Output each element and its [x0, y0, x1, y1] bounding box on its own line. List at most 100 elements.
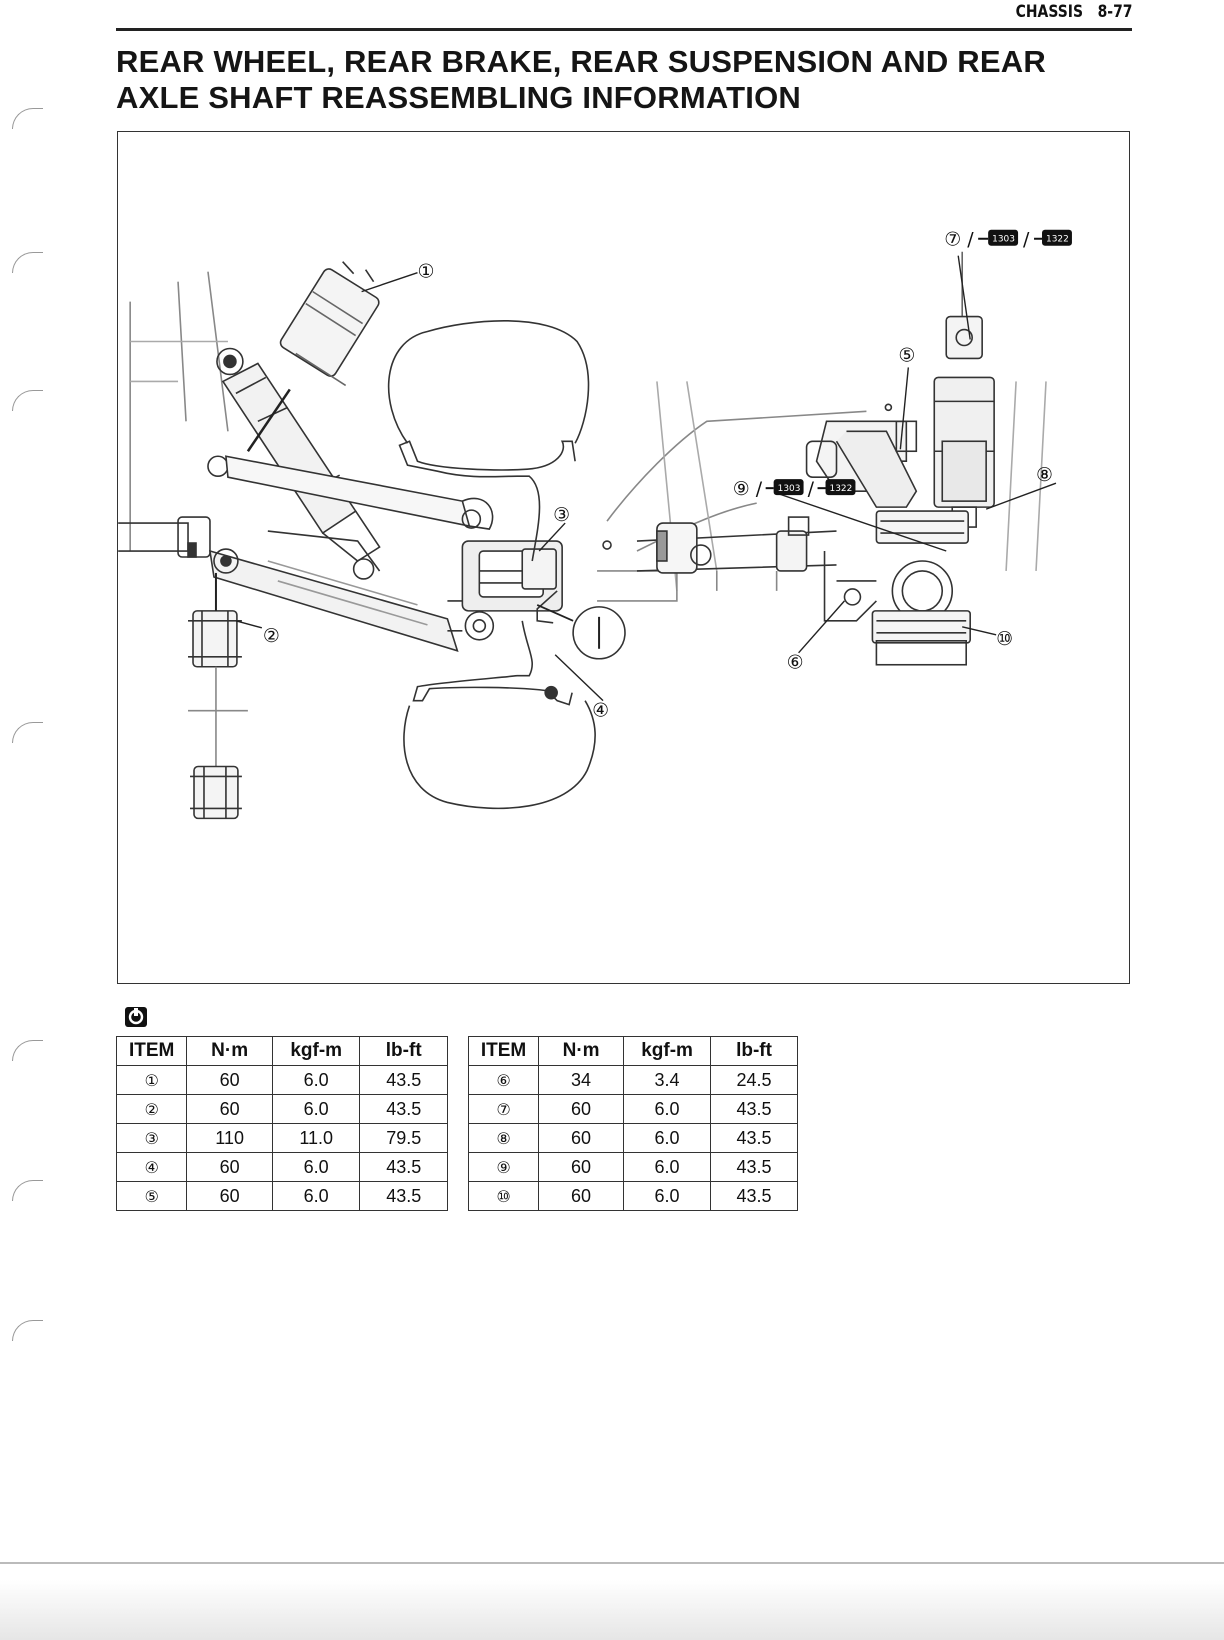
- cell-item: ⑤: [115, 1181, 188, 1211]
- cell-item: ①: [115, 1065, 188, 1095]
- callout-1: ①: [417, 261, 434, 283]
- cell-kgfm: 11.0: [271, 1123, 361, 1153]
- cell-lbft: 43.5: [710, 1094, 798, 1124]
- cell-item: ③: [115, 1123, 188, 1153]
- margin-mark: [12, 108, 43, 129]
- cell-item: ④: [115, 1152, 188, 1182]
- scan-shadow: [0, 1580, 1224, 1640]
- table-row: ⑨ 60 6.0 43.5: [467, 1152, 798, 1182]
- callout-9-slash: /: [756, 478, 763, 500]
- cell-nm: 60: [186, 1181, 273, 1211]
- table-row: ⑥ 34 3.4 24.5: [467, 1065, 798, 1095]
- callout-7-slash: /: [967, 229, 974, 251]
- cell-item: ⑧: [467, 1123, 540, 1153]
- callout-9: ⑨: [733, 478, 750, 500]
- cell-item: ②: [115, 1094, 188, 1124]
- cell-lbft: 43.5: [710, 1123, 798, 1153]
- table-row: ⑩ 60 6.0 43.5: [467, 1181, 798, 1211]
- margin-mark: [12, 1040, 43, 1061]
- cell-lbft: 43.5: [359, 1152, 448, 1182]
- table-row: ⑧ 60 6.0 43.5: [467, 1123, 798, 1153]
- cell-item: ⑨: [467, 1152, 540, 1182]
- thread-lock-icon: 1303: [978, 229, 1019, 246]
- cell-nm: 34: [538, 1065, 625, 1095]
- title-line-2: AXLE SHAFT REASSEMBLING INFORMATION: [116, 80, 801, 115]
- col-header-lbft: lb-ft: [710, 1036, 798, 1066]
- cell-nm: 60: [538, 1181, 625, 1211]
- bottom-rule: [0, 1562, 1224, 1564]
- header-section: CHASSIS 8-77: [1015, 2, 1132, 22]
- cell-kgfm: 6.0: [271, 1181, 361, 1211]
- cell-lbft: 79.5: [359, 1123, 448, 1153]
- assembly-diagram: ① ② ③ ④ ⑤ ⑥ ⑧ ⑩ ⑦ / 1303 / 1322 ⑨: [117, 131, 1130, 984]
- callout-labels: ① ② ③ ④ ⑤ ⑥ ⑧ ⑩ ⑦ / 1303 / 1322 ⑨: [263, 229, 1072, 722]
- callout-10: ⑩: [996, 628, 1013, 650]
- margin-mark: [12, 252, 43, 273]
- cell-nm: 60: [538, 1152, 625, 1182]
- section-name: CHASSIS: [1015, 2, 1083, 22]
- right-assembly: [597, 251, 1047, 666]
- callout-9-code-a: 1303: [778, 484, 801, 494]
- margin-mark: [12, 390, 43, 411]
- cell-nm: 60: [538, 1123, 625, 1153]
- callout-9-code-b: 1322: [830, 484, 853, 494]
- callout-7-code-a: 1303: [992, 235, 1015, 245]
- margin-mark: [12, 722, 43, 743]
- callout-6: ⑥: [787, 652, 804, 674]
- col-header-item: ITEM: [467, 1036, 540, 1066]
- cell-lbft: 43.5: [710, 1152, 798, 1182]
- torque-table-left: ITEM N·m kgf-m lb-ft ① 60 6.0 43.5 ② 60 …: [115, 1036, 448, 1211]
- callout-5: ⑤: [898, 344, 915, 366]
- cell-kgfm: 6.0: [623, 1181, 712, 1211]
- cell-lbft: 43.5: [359, 1094, 448, 1124]
- cell-lbft: 43.5: [359, 1181, 448, 1211]
- cell-nm: 60: [186, 1094, 273, 1124]
- page-number: 8-77: [1097, 2, 1132, 22]
- cell-kgfm: 3.4: [623, 1065, 712, 1095]
- thread-lock-icon: 1303: [765, 479, 804, 496]
- col-header-nm: N·m: [538, 1036, 625, 1066]
- diagram-drawing: ① ② ③ ④ ⑤ ⑥ ⑧ ⑩ ⑦ / 1303 / 1322 ⑨: [118, 229, 1072, 820]
- col-header-kgfm: kgf-m: [271, 1036, 361, 1066]
- margin-mark: [12, 1180, 43, 1201]
- col-header-lbft: lb-ft: [359, 1036, 448, 1066]
- cell-kgfm: 6.0: [623, 1152, 712, 1182]
- callout-leaders: [235, 255, 1057, 702]
- cell-nm: 60: [186, 1152, 273, 1182]
- callout-7-code-b: 1322: [1046, 235, 1069, 245]
- page-title: REAR WHEEL, REAR BRAKE, REAR SUSPENSION …: [116, 44, 1126, 116]
- col-header-kgfm: kgf-m: [623, 1036, 712, 1066]
- table-row: ② 60 6.0 43.5: [115, 1094, 448, 1124]
- margin-mark: [12, 1320, 43, 1341]
- callout-2: ②: [263, 625, 280, 647]
- table-header-row: ITEM N·m kgf-m lb-ft: [467, 1036, 798, 1066]
- thread-lock-icon: 1322: [1034, 229, 1072, 246]
- callout-9-slash-2: /: [808, 478, 815, 500]
- cell-lbft: 43.5: [710, 1181, 798, 1211]
- callout-7: ⑦: [944, 229, 961, 251]
- page-header: CHASSIS 8-77: [116, 0, 1132, 31]
- callout-7-slash-2: /: [1023, 229, 1030, 251]
- table-header-row: ITEM N·m kgf-m lb-ft: [115, 1036, 448, 1066]
- table-row: ③ 110 11.0 79.5: [115, 1123, 448, 1153]
- thread-lock-icon: 1322: [817, 479, 856, 496]
- table-row: ⑦ 60 6.0 43.5: [467, 1094, 798, 1124]
- cell-kgfm: 6.0: [271, 1094, 361, 1124]
- cell-kgfm: 6.0: [623, 1123, 712, 1153]
- cell-lbft: 43.5: [359, 1065, 448, 1095]
- cell-kgfm: 6.0: [271, 1065, 361, 1095]
- torque-table-right: ITEM N·m kgf-m lb-ft ⑥ 34 3.4 24.5 ⑦ 60 …: [467, 1036, 798, 1211]
- cell-item: ⑥: [467, 1065, 540, 1095]
- cell-item: ⑩: [467, 1181, 540, 1211]
- torque-wrench-icon: [125, 1007, 147, 1027]
- col-header-nm: N·m: [186, 1036, 273, 1066]
- callout-8: ⑧: [1036, 464, 1053, 486]
- table-row: ④ 60 6.0 43.5: [115, 1152, 448, 1182]
- cell-kgfm: 6.0: [271, 1152, 361, 1182]
- col-header-item: ITEM: [115, 1036, 188, 1066]
- cell-nm: 110: [186, 1123, 273, 1153]
- table-row: ⑤ 60 6.0 43.5: [115, 1181, 448, 1211]
- table-row: ① 60 6.0 43.5: [115, 1065, 448, 1095]
- callout-4: ④: [592, 700, 609, 722]
- cell-nm: 60: [186, 1065, 273, 1095]
